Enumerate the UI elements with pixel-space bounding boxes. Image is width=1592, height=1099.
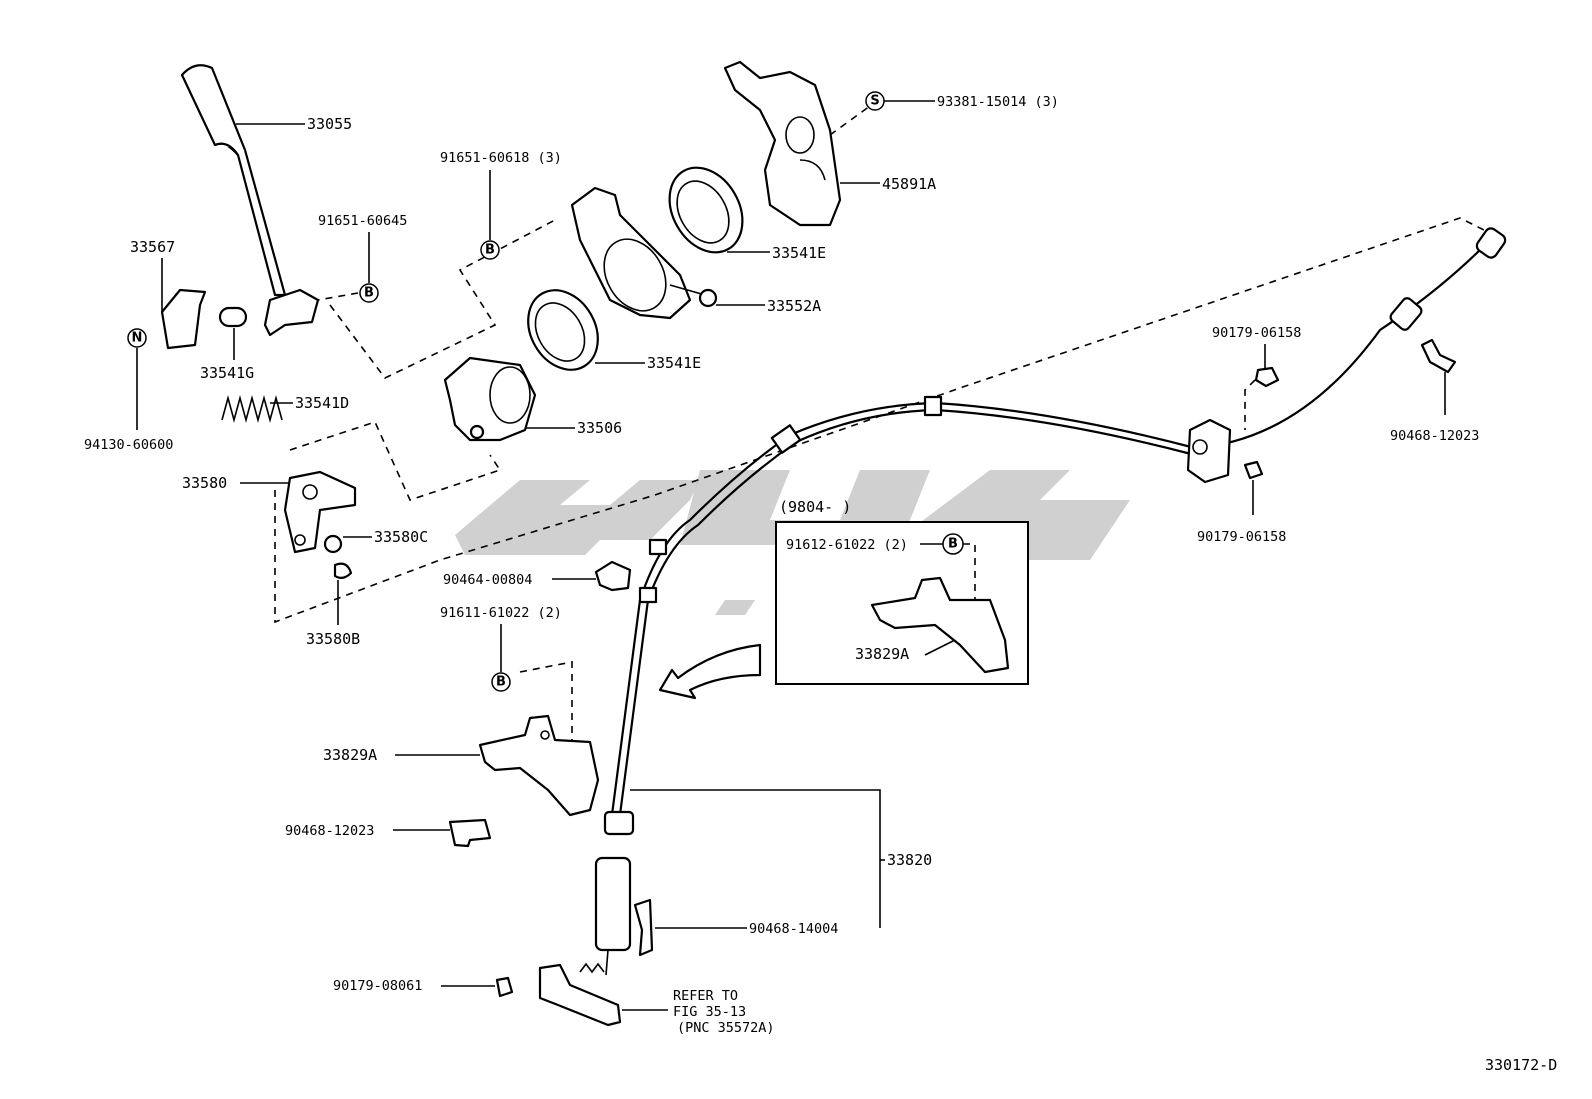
part-90468-12023-clip-lower [448, 818, 492, 848]
label-91611-61022: 91611-61022 (2) [440, 605, 562, 621]
diagram-code: 330172-D [1485, 1056, 1557, 1074]
inset-date-label: (9804- ) [779, 498, 851, 516]
part-33541D-spring [221, 394, 283, 424]
b-symbol-icon: B [480, 240, 500, 260]
part-33829A-bracket-inset [870, 576, 1010, 674]
label-33580: 33580 [182, 474, 227, 492]
label-33541E-lower: 33541E [647, 354, 701, 372]
b-symbol-icon: B [359, 283, 379, 303]
part-shift-lever-plate [538, 963, 622, 1027]
label-33580B: 33580B [306, 630, 360, 648]
label-33541G: 33541G [200, 364, 254, 382]
part-90464-00804-clip [594, 560, 632, 592]
label-91651-60645: 91651-60645 [318, 213, 407, 229]
part-33541E-bushing-upper [668, 166, 744, 254]
part-33541E-bushing-lower [527, 289, 599, 371]
label-91651-60618: 91651-60618 (3) [440, 150, 562, 166]
part-90468-14004-clip [633, 898, 654, 957]
label-33055: 33055 [307, 115, 352, 133]
part-33552A-housing [570, 186, 692, 320]
svg-text:B: B [364, 286, 374, 301]
label-93381-15014: 93381-15014 (3) [937, 94, 1059, 110]
svg-text:N: N [132, 331, 143, 346]
svg-text:B: B [496, 675, 506, 690]
direction-arrow-icon [658, 643, 762, 700]
label-90468-14004: 90468-14004 [749, 921, 838, 937]
s-symbol-icon: S [865, 91, 885, 111]
label-33541E-upper: 33541E [772, 244, 826, 262]
label-33506: 33506 [577, 419, 622, 437]
label-90179-06158-upper: 90179-06158 [1212, 325, 1301, 341]
part-90468-12023-clip-upper [1420, 338, 1457, 374]
label-45891A: 45891A [882, 175, 936, 193]
label-33820: 33820 [887, 851, 932, 869]
label-90179-06158-lower: 90179-06158 [1197, 529, 1286, 545]
label-90468-12023-upper: 90468-12023 [1390, 428, 1479, 444]
part-90179-06158-nut-upper [1254, 366, 1280, 388]
part-33567-clip [160, 288, 207, 350]
svg-text:B: B [948, 537, 958, 552]
part-33541G-pin [218, 306, 248, 328]
refer-line1: REFER TO [673, 988, 738, 1004]
label-33829A-lower: 33829A [323, 746, 377, 764]
label-90464-00804: 90464-00804 [443, 572, 532, 588]
label-33567: 33567 [130, 238, 175, 256]
label-94130-60600: 94130-60600 [84, 437, 173, 453]
b-symbol-icon: B [942, 533, 964, 555]
svg-text:S: S [870, 94, 879, 109]
label-33580C: 33580C [374, 528, 428, 546]
b-symbol-icon: B [491, 672, 511, 692]
label-33541D: 33541D [295, 394, 349, 412]
svg-text:B: B [485, 243, 495, 258]
refer-line2: FIG 35-13 [673, 1004, 746, 1020]
part-45891A-bracket [723, 60, 842, 227]
part-33580B-clip [333, 562, 353, 580]
part-90179-06158-nut-lower [1243, 460, 1264, 480]
shift-lever-33055 [180, 64, 320, 337]
part-33829A-bracket-lower [478, 714, 600, 817]
label-33829A-inset: 33829A [855, 645, 909, 663]
n-symbol-icon: N [127, 328, 147, 348]
label-90468-12023-lower: 90468-12023 [285, 823, 374, 839]
label-33552A: 33552A [767, 297, 821, 315]
label-90179-08061: 90179-08061 [333, 978, 422, 994]
part-33580C-washer [323, 534, 343, 554]
part-33820-cable [608, 244, 1486, 831]
label-91612-61022: 91612-61022 (2) [786, 537, 908, 553]
part-90179-08061-nut [495, 976, 514, 998]
refer-line3: (PNC 35572A) [677, 1020, 775, 1036]
